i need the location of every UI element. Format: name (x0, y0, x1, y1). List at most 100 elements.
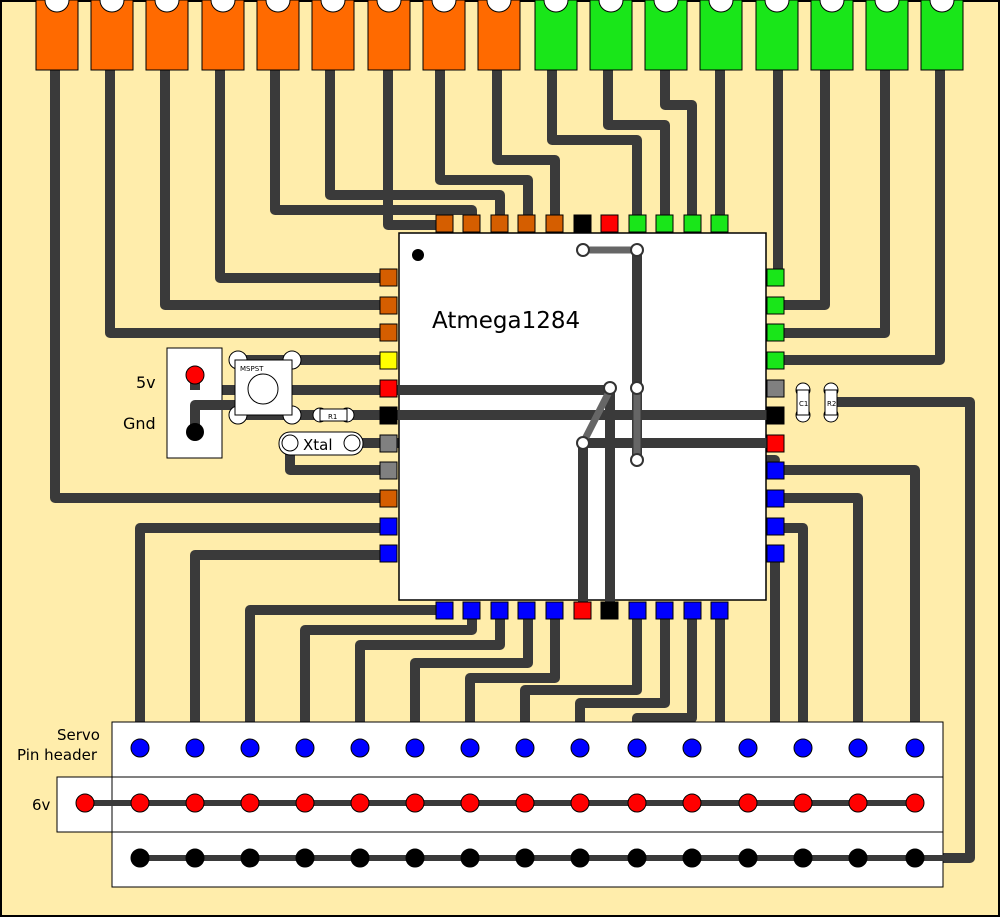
trace (383, 65, 443, 230)
power-pin (405, 793, 425, 813)
gnd-pad (186, 423, 204, 441)
resistor-r1: R1 (312, 407, 355, 423)
trace (190, 550, 393, 753)
ground-pin (240, 848, 260, 868)
via (576, 243, 590, 257)
trace (547, 65, 642, 230)
signal-pin (350, 738, 370, 758)
signal-pin (682, 738, 702, 758)
pin-right (766, 268, 785, 287)
pin-right (766, 517, 785, 536)
via (576, 436, 590, 450)
via (630, 453, 644, 467)
green-led (865, 0, 909, 71)
pin-left (379, 544, 398, 563)
orange-led (311, 0, 355, 71)
trace (770, 65, 945, 365)
top-leds (35, 0, 964, 71)
ground-pin (793, 848, 813, 868)
green-led (534, 0, 578, 71)
trace (300, 605, 477, 753)
power-pin (240, 793, 260, 813)
vcc-label: 5v (136, 373, 156, 392)
power-pin (350, 793, 370, 813)
signal-pin (570, 738, 590, 758)
pin-left (379, 323, 398, 342)
signal-pin (460, 738, 480, 758)
signal-pin (793, 738, 813, 758)
power-pin (130, 793, 150, 813)
pin-top (655, 214, 674, 233)
ground-pin (350, 848, 370, 868)
signal-pin (738, 738, 758, 758)
signal-pins (130, 738, 925, 758)
trace (325, 65, 505, 230)
power-pin (570, 793, 590, 813)
pin-right (766, 489, 785, 508)
ground-pin (405, 848, 425, 868)
signal-pin (905, 738, 925, 758)
pin-top (490, 214, 509, 233)
pin1-marker (412, 249, 424, 261)
pin-right (766, 323, 785, 342)
crystal: Xtal (278, 431, 364, 456)
pin-bottom (628, 601, 647, 620)
trace (770, 465, 920, 753)
crystal-body (278, 431, 364, 456)
chip-label: Atmega1284 (432, 308, 580, 334)
pin-bottom (462, 601, 481, 620)
power-pin (515, 793, 535, 813)
pin-left (379, 379, 398, 398)
signal-pin (295, 738, 315, 758)
pin-bottom (573, 601, 592, 620)
header-title-line2: Pin header (17, 746, 98, 764)
chip-traces (394, 245, 771, 605)
trace (770, 65, 783, 283)
pin-right (766, 434, 785, 453)
pin-bottom (545, 601, 564, 620)
signal-pin (515, 738, 535, 758)
power-pin (905, 793, 925, 813)
trace (603, 65, 670, 230)
ground-pin (682, 848, 702, 868)
pin-left (379, 434, 398, 453)
pin-left (379, 517, 398, 536)
chip-pins (379, 214, 785, 620)
rail-label: 6v (32, 796, 51, 814)
pin-bottom (600, 601, 619, 620)
ground-pin (848, 848, 868, 868)
pin-left (379, 489, 398, 508)
trace (465, 605, 560, 753)
trace (160, 65, 393, 310)
ground-pin (515, 848, 535, 868)
pin-top (600, 214, 619, 233)
signal-pin (627, 738, 647, 758)
ground-pins (130, 848, 925, 868)
trace (770, 493, 863, 753)
header-title-line1: Servo (57, 726, 100, 744)
capacitor-c1: C1 (795, 382, 811, 423)
orange-led (422, 0, 466, 71)
trace (135, 523, 393, 753)
signal-pin (405, 738, 425, 758)
pin-left (379, 406, 398, 425)
orange-led (477, 0, 521, 71)
pin-right (766, 461, 785, 480)
power-pin (185, 793, 205, 813)
power-pins (75, 793, 925, 813)
orange-led (145, 0, 189, 71)
pin-right (766, 406, 785, 425)
pin-left (379, 351, 398, 370)
green-led (644, 0, 688, 71)
trace (355, 605, 505, 753)
orange-led (201, 0, 245, 71)
power-pin (682, 793, 702, 813)
ground-pin (627, 848, 647, 868)
green-led (920, 0, 964, 71)
ground-pin (185, 848, 205, 868)
ground-pin (570, 848, 590, 868)
signal-pin (185, 738, 205, 758)
trace (50, 65, 393, 503)
switch-button (247, 373, 279, 405)
green-led (699, 0, 743, 71)
